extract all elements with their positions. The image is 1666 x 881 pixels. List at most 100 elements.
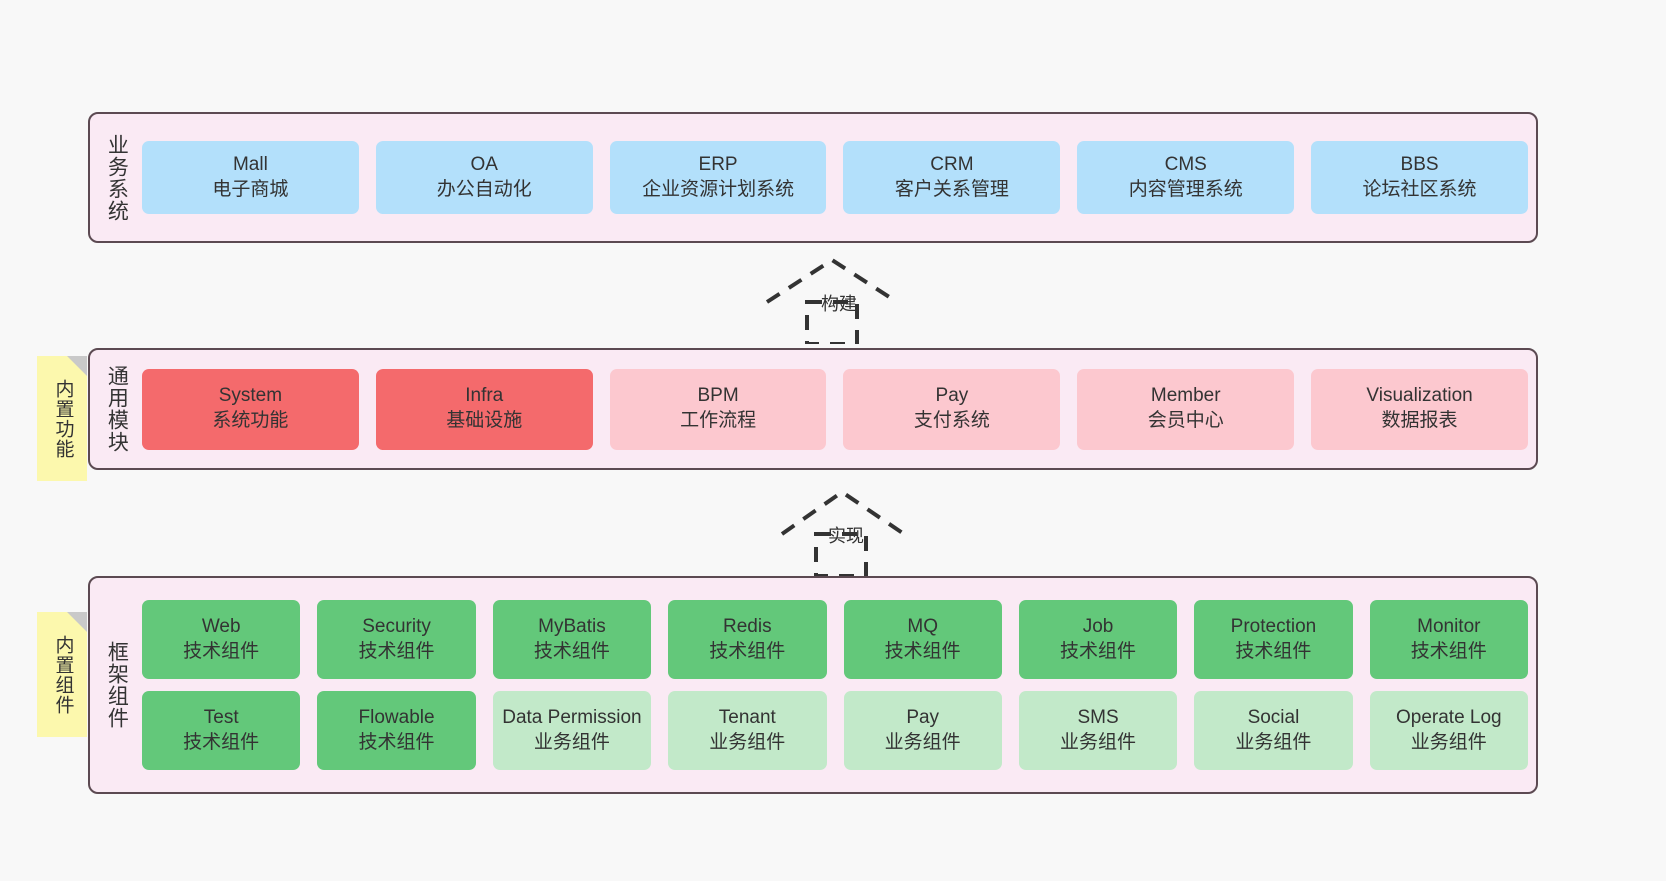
node-label-cn: 技术组件: [183, 640, 260, 662]
node-system[interactable]: System 系统功能: [142, 368, 359, 450]
node-protection[interactable]: Protection 技术组件: [1194, 600, 1353, 679]
node-label-cn: 业务组件: [533, 731, 610, 753]
layer-body-common-module: System 系统功能 Infra 基础设施 BPM 工作流程 Pay 支付系统…: [142, 350, 1536, 468]
node-label-cn: 技术组件: [884, 640, 961, 662]
node-label-en: Mall: [232, 153, 268, 175]
node-mq[interactable]: MQ 技术组件: [843, 600, 1002, 679]
node-label-cn: 技术组件: [533, 640, 610, 662]
layer-body-framework-component: Web 技术组件 Security 技术组件 MyBatis 技术组件 Redi…: [142, 578, 1536, 792]
node-label-cn: 数据报表: [1381, 410, 1458, 431]
note-fold-icon: [67, 612, 87, 632]
node-mall[interactable]: Mall 电子商城: [142, 141, 359, 214]
node-label-en: Tenant: [718, 706, 776, 728]
layer-title-common-module: 通用模块: [105, 365, 129, 453]
node-label-en: System: [218, 385, 283, 407]
node-sms[interactable]: SMS 业务组件: [1018, 691, 1178, 770]
node-label-cn: 会员中心: [1147, 410, 1224, 431]
node-label-en: Protection: [1230, 615, 1317, 637]
node-crm[interactable]: CRM 客户关系管理: [843, 141, 1061, 214]
node-label-en: Pay: [935, 385, 969, 407]
node-label-cn: 技术组件: [358, 731, 435, 753]
node-label-cn: 技术组件: [1410, 640, 1487, 662]
node-label-cn: 技术组件: [1235, 640, 1312, 662]
layer-common-module: 通用模块 System 系统功能 Infra 基础设施 BPM 工作流程 Pay…: [88, 348, 1538, 470]
node-label-cn: 企业资源计划系统: [642, 178, 795, 200]
node-label-en: CRM: [930, 153, 974, 175]
node-label-en: Redis: [723, 615, 772, 637]
node-visualization[interactable]: Visualization 数据报表: [1311, 368, 1528, 450]
node-tenant[interactable]: Tenant 业务组件: [668, 691, 827, 770]
node-label-cn: 业务组件: [709, 731, 786, 753]
note-builtin-feature: 内置功能: [37, 356, 87, 481]
node-operate-log[interactable]: Operate Log 业务组件: [1369, 691, 1528, 770]
node-oa[interactable]: OA 办公自动化: [375, 141, 593, 214]
node-label-cn: 支付系统: [913, 410, 990, 431]
node-bpm[interactable]: BPM 工作流程: [609, 368, 827, 450]
layer-title-framework-component: 框架组件: [105, 641, 129, 729]
connector-implement: 实现: [772, 486, 922, 578]
node-label-en: Member: [1150, 385, 1221, 407]
node-label-en: OA: [470, 153, 498, 175]
node-label-cn: 电子商城: [212, 178, 289, 200]
node-label-cn: 工作流程: [680, 410, 757, 431]
node-redis[interactable]: Redis 技术组件: [668, 600, 827, 679]
node-label-cn: 技术组件: [709, 640, 786, 662]
node-label-en: Pay: [906, 706, 940, 728]
layer-business-system: 业务系统 Mall 电子商城 OA 办公自动化 ERP 企业资源计划系统 CRM…: [88, 112, 1538, 243]
layer-title-business-system: 业务系统: [105, 133, 129, 222]
node-label-cn: 基础设施: [446, 410, 523, 431]
node-label-en: Web: [201, 615, 241, 637]
node-data-permission[interactable]: Data Permission 业务组件: [492, 691, 652, 770]
node-label-en: SMS: [1077, 706, 1119, 728]
node-label-cn: 论坛社区系统: [1362, 178, 1477, 200]
node-cms[interactable]: CMS 内容管理系统: [1077, 141, 1295, 214]
node-label-cn: 技术组件: [358, 640, 435, 662]
node-label-cn: 办公自动化: [436, 178, 532, 200]
node-pay-component[interactable]: Pay 业务组件: [843, 691, 1002, 770]
node-label-en: Social: [1247, 706, 1300, 728]
node-flowable[interactable]: Flowable 技术组件: [317, 691, 476, 770]
node-infra[interactable]: Infra 基础设施: [375, 368, 593, 450]
note-builtin-component: 内置组件: [37, 612, 87, 737]
node-label-en: MQ: [907, 615, 938, 637]
node-label-cn: 客户关系管理: [894, 178, 1009, 200]
node-label-en: Security: [362, 615, 431, 637]
node-label-en: Visualization: [1366, 385, 1473, 407]
node-erp[interactable]: ERP 企业资源计划系统: [609, 141, 827, 214]
node-job[interactable]: Job 技术组件: [1018, 600, 1178, 679]
node-label-en: BBS: [1400, 153, 1439, 175]
node-mybatis[interactable]: MyBatis 技术组件: [492, 600, 652, 679]
node-member[interactable]: Member 会员中心: [1077, 368, 1295, 450]
node-label-en: Monitor: [1417, 615, 1481, 637]
node-label-cn: 业务组件: [1410, 731, 1487, 753]
node-bbs[interactable]: BBS 论坛社区系统: [1311, 141, 1528, 214]
node-label-en: Test: [203, 706, 239, 728]
node-test[interactable]: Test 技术组件: [142, 691, 301, 770]
connector-label-build: 构建: [821, 294, 857, 314]
node-label-cn: 业务组件: [884, 731, 961, 753]
note-text: 内置组件: [52, 634, 74, 715]
node-label-en: ERP: [698, 153, 738, 175]
node-label-en: Operate Log: [1395, 706, 1502, 728]
node-pay-module[interactable]: Pay 支付系统: [843, 368, 1061, 450]
node-row: Mall 电子商城 OA 办公自动化 ERP 企业资源计划系统 CRM 客户关系…: [142, 141, 1536, 214]
node-label-en: MyBatis: [538, 615, 606, 637]
connector-build: 构建: [757, 254, 907, 346]
node-row: Web 技术组件 Security 技术组件 MyBatis 技术组件 Redi…: [142, 600, 1536, 679]
node-label-en: Flowable: [358, 706, 435, 728]
node-label-cn: 业务组件: [1060, 731, 1137, 753]
layer-body-business-system: Mall 电子商城 OA 办公自动化 ERP 企业资源计划系统 CRM 客户关系…: [142, 114, 1536, 241]
connector-label-implement: 实现: [828, 526, 864, 546]
node-monitor[interactable]: Monitor 技术组件: [1369, 600, 1528, 679]
node-social[interactable]: Social 业务组件: [1194, 691, 1353, 770]
node-label-en: Infra: [465, 385, 504, 407]
node-label-cn: 系统功能: [212, 410, 289, 431]
note-fold-icon: [67, 356, 87, 376]
node-web[interactable]: Web 技术组件: [142, 600, 301, 679]
note-text: 内置功能: [52, 378, 74, 459]
layer-framework-component: 框架组件 Web 技术组件 Security 技术组件 MyBatis 技术组件…: [88, 576, 1538, 794]
node-row: Test 技术组件 Flowable 技术组件 Data Permission …: [142, 691, 1536, 770]
node-security[interactable]: Security 技术组件: [317, 600, 476, 679]
node-label-en: BPM: [697, 385, 739, 407]
